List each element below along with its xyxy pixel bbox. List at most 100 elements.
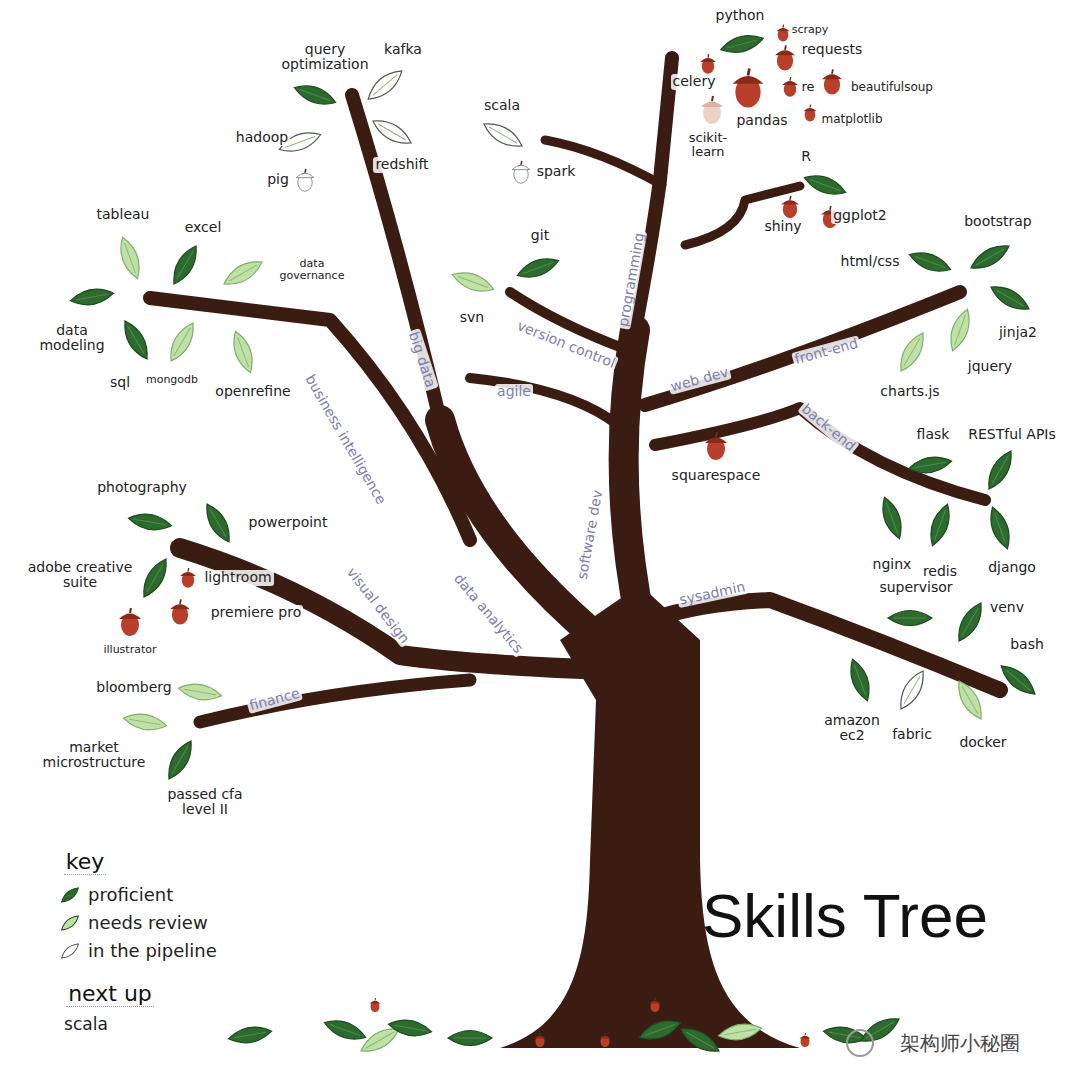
leaf [888,611,932,626]
leaf [925,502,954,548]
branch [624,330,640,620]
acorn [782,77,797,97]
skill-label: requests [800,42,865,57]
branch [470,378,618,425]
leaf [953,677,988,723]
leaf [201,500,236,546]
skill-label: flask [915,427,952,442]
legend-swatch [59,914,81,932]
skill-label: svn [458,310,486,325]
leaf [480,118,526,153]
skill-label: hadoop [234,130,290,145]
leaf [987,281,1033,316]
acorn [705,432,727,460]
trunk [500,585,800,1048]
skill-label: scrapy [790,24,831,36]
leaf [168,242,203,288]
skill-label: photography [95,480,189,495]
leaf [945,307,974,353]
leaf [387,1017,433,1039]
acorn [701,96,723,124]
skill-label: amazon ec2 [818,713,886,744]
skill-label: passed cfa level II [160,787,250,818]
skill-label: spark [535,164,578,179]
skill-label: supervisor [877,580,954,595]
branch [200,680,470,722]
leaf [953,599,988,645]
skill-label: celery [671,74,718,89]
leaf [719,31,765,57]
leaf [177,681,223,703]
leaf [292,80,338,109]
skill-label: pandas [734,113,789,128]
leaf [69,286,115,308]
next-up-item: scala [62,1015,110,1034]
legend-text: needs review [88,912,208,933]
branch [150,298,470,540]
skill-label: R [799,149,813,164]
acorn [803,105,816,122]
legend-row: proficient [58,884,173,905]
branch-label: software dev [574,487,606,583]
acorn [180,568,195,588]
skill-label: kafka [382,42,424,57]
skill-label: bloomberg [94,680,173,695]
leaf [637,1015,683,1044]
skill-label: query optimization [268,42,382,73]
leaf [845,657,874,703]
skill-label: matplotlib [819,113,884,126]
legend-row: in the pipeline [58,940,217,961]
skill-label: ggplot2 [831,208,889,223]
legend-swatch [59,886,81,904]
leaf [907,247,953,276]
skill-label: premiere pro [209,605,304,620]
leaf [227,1024,273,1046]
acorn [776,25,789,42]
acorn [600,1033,611,1047]
skill-label: venv [988,600,1026,615]
leaf [450,267,496,296]
legend-heading: key [64,850,107,875]
branch [180,548,610,670]
skill-label: scikit-learn [682,131,734,160]
skill-label: lightroom [202,570,273,585]
skill-label: shiny [762,219,803,234]
leaf [115,235,144,281]
leaf [907,454,953,476]
leaf [967,240,1013,275]
acorn [370,998,381,1012]
skill-label: illustrator [101,644,158,656]
leaf [895,667,930,713]
legend-row: needs review [58,912,208,933]
skill-label: docker [957,735,1008,750]
leaf [515,253,561,282]
skill-label: tableau [95,207,152,222]
skill-label: squarespace [670,468,763,483]
skill-label: sql [108,375,132,390]
leaf [877,495,906,541]
branch-label: business intelligence [301,371,390,509]
skill-label: RESTful APIs [966,427,1058,442]
branch [650,600,1000,690]
skill-label: data modeling [34,323,110,354]
leaf [122,711,168,733]
acorn [700,54,715,74]
legend-swatch [58,914,82,932]
leaf [322,1015,368,1044]
watermark-icon [847,1030,873,1056]
leaf [802,170,848,199]
skill-label: re [799,80,816,94]
acorn [733,68,764,107]
branch-label: agile [495,384,533,399]
leaf [369,115,415,150]
acorn [650,998,661,1012]
skill-label: charts.js [878,384,941,399]
leaf [895,329,930,375]
watermark: 架构师小秘圈 [898,1032,1022,1054]
legend-swatch [58,886,82,904]
branch [635,58,672,330]
acorn [822,69,842,94]
skill-label: redshift [373,157,430,172]
skill-label: excel [183,220,224,235]
